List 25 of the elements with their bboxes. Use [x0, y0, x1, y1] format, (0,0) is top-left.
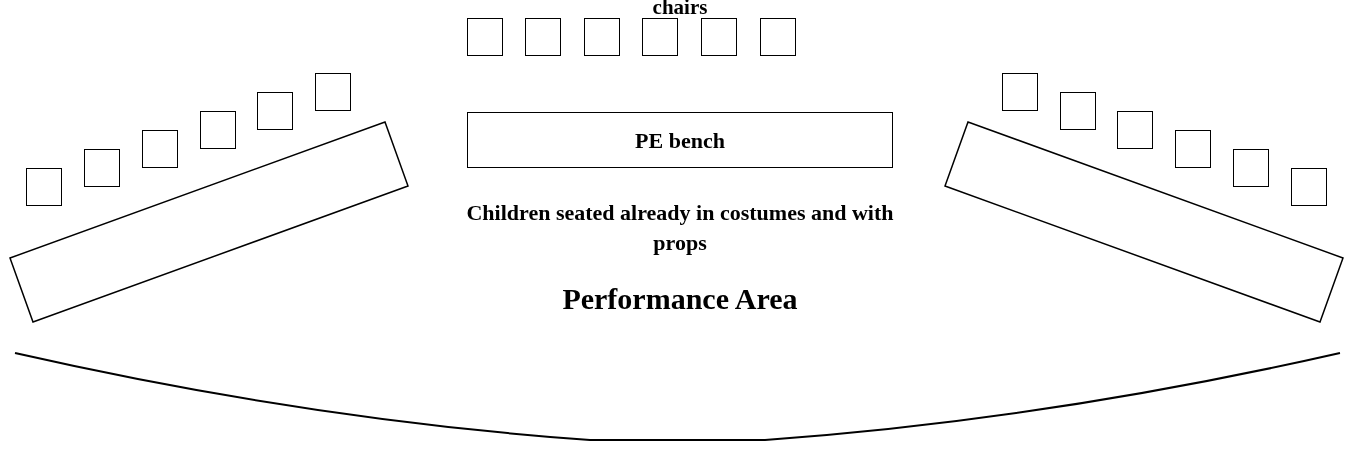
area-title: Performance Area: [561, 281, 799, 317]
bench-box: [944, 121, 1344, 323]
chair-box: [760, 18, 796, 56]
note-text: chairs: [651, 0, 709, 20]
chair-box: [1175, 130, 1211, 168]
chair-box: [26, 168, 62, 206]
chair-box: [142, 130, 178, 168]
chair-box: [1002, 73, 1038, 111]
bench-box: [9, 121, 409, 323]
chair-box: [1233, 149, 1269, 187]
chair-box: [525, 18, 561, 56]
chair-box: [315, 73, 351, 111]
bench-label: PE bench: [635, 126, 725, 155]
chair-box: [1117, 111, 1153, 149]
note-text: Children seated already in costumes and with props: [465, 199, 895, 257]
chair-box: [200, 111, 236, 149]
chair-box: [1060, 92, 1096, 130]
chair-box: [467, 18, 503, 56]
chair-box: [701, 18, 737, 56]
chair-box: [1291, 168, 1327, 206]
chair-box: [257, 92, 293, 130]
chair-box: [84, 149, 120, 187]
chair-box: [642, 18, 678, 56]
chair-box: [584, 18, 620, 56]
bench-box: [467, 112, 893, 168]
